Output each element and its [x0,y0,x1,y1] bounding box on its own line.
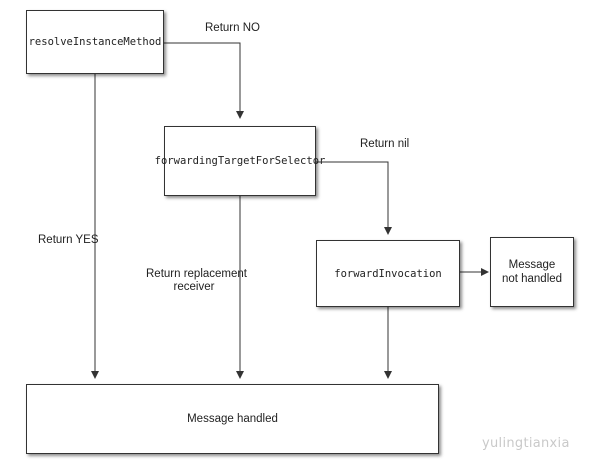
edge-label-return-yes: Return YES [38,234,99,246]
node-resolve-instance-method: resolveInstanceMethod [26,10,164,74]
node-forward-invocation: forwardInvocation [316,240,460,307]
edge-label-return-replacement: Return replacement receiver [146,268,247,294]
node-forwarding-target-for-selector: forwardingTargetForSelector [155,126,325,196]
edge-label-return-no: Return NO [205,22,260,34]
edge-label-return-replacement-line1: Return replacement [146,268,247,280]
node-message-not-handled: Message not handled [490,237,574,307]
node-message-handled-label: Message handled [187,413,278,425]
edge-label-return-replacement-line2: receiver [173,281,215,293]
node-forward-invocation-label: forwardInvocation [334,267,442,280]
node-forwarding-target-label: forwardingTargetForSelector [154,155,326,167]
connector-return-no [164,42,244,119]
connector-return-nil [316,161,392,235]
node-resolve-instance-method-label: resolveInstanceMethod [28,36,162,48]
edge-label-return-nil: Return nil [360,138,410,150]
node-message-not-handled-line1: Message [508,259,556,271]
node-message-handled: Message handled [26,384,439,454]
node-message-not-handled-line2: not handled [501,273,563,285]
watermark-text: yulingtianxia [482,436,570,451]
